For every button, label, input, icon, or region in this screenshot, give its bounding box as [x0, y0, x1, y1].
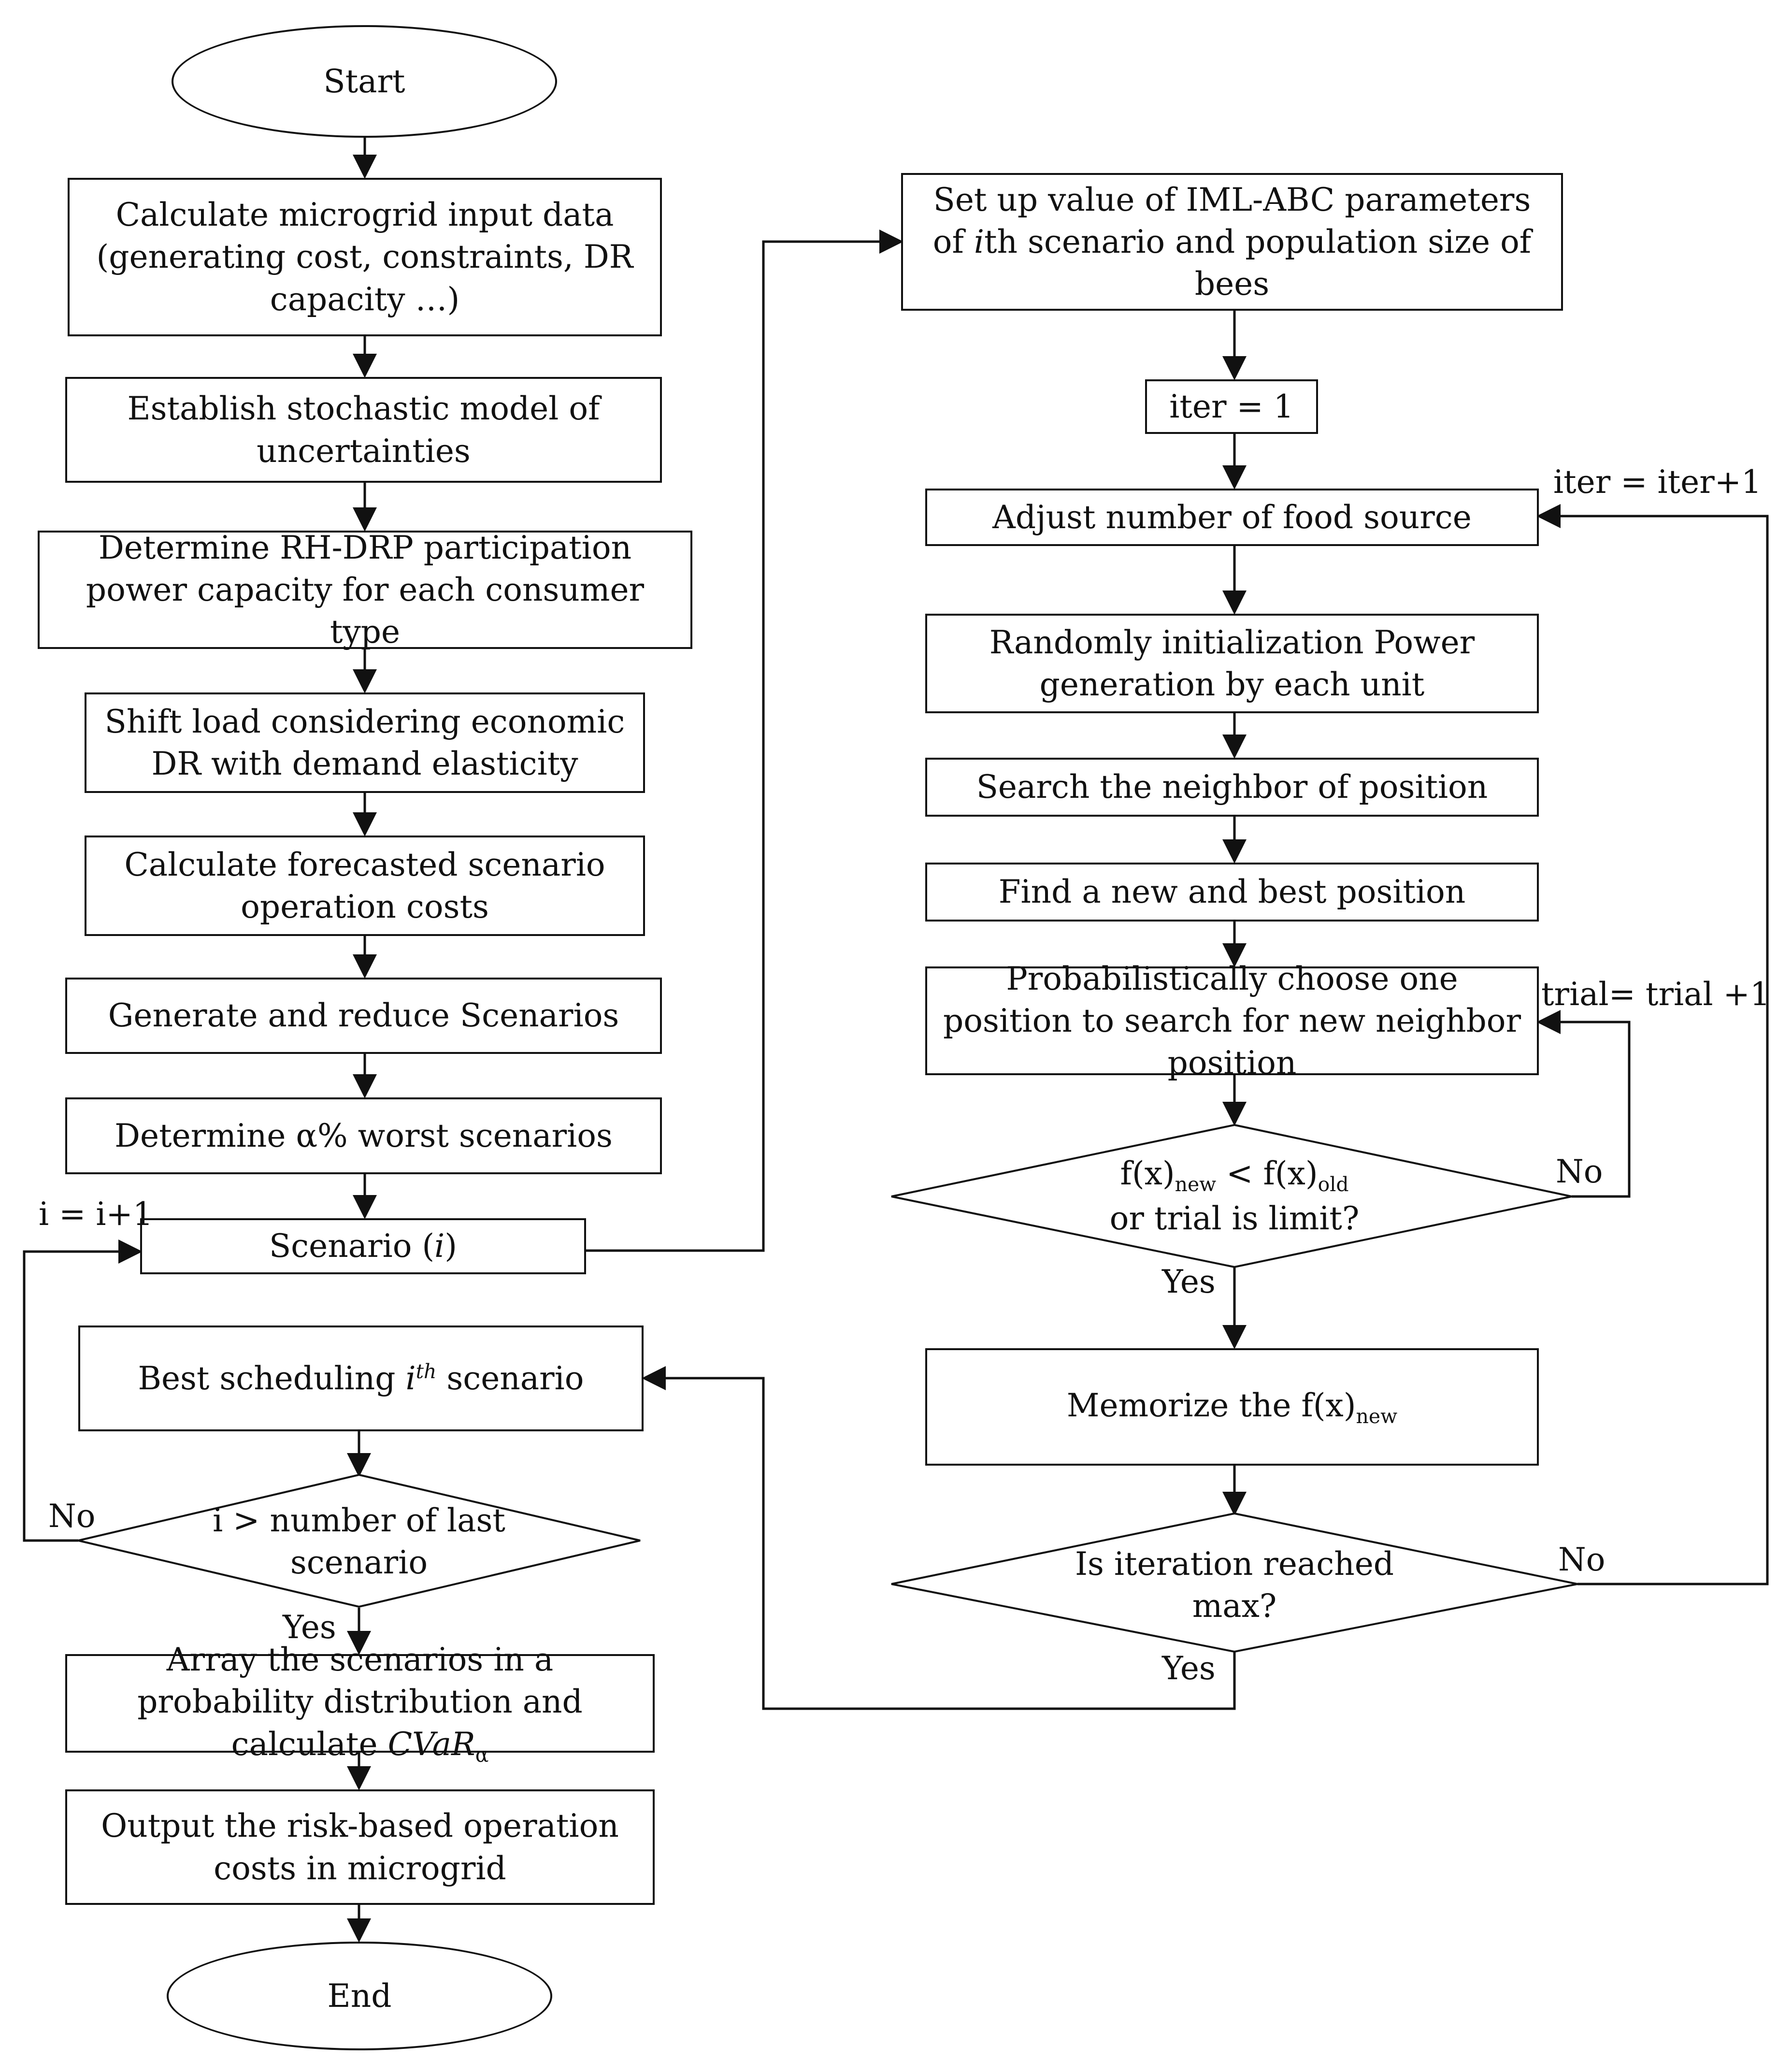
- arrow-iter-done-to-best: [642, 1366, 1236, 1710]
- decision-last-scenario-shape: [78, 1473, 641, 1608]
- step-calculate-input: Calculate microgrid input data (generati…: [68, 178, 662, 336]
- label-iteration-yes: Yes: [1162, 1650, 1216, 1687]
- decision-iter-max-shape: [891, 1512, 1578, 1653]
- step-best-scheduling: Best scheduling ith scenario: [78, 1325, 644, 1431]
- step-rh-drp-capacity: Determine RH-DRP participation power cap…: [38, 529, 692, 650]
- label-iter-increment: iter = iter+1: [1553, 463, 1762, 501]
- step-worst-scenarios: Determine α% worst scenarios: [65, 1097, 662, 1174]
- step-iter-init: iter = 1: [1145, 379, 1318, 434]
- step-probabilistic-choose: Probabilistically choose one position to…: [925, 960, 1539, 1081]
- step-setup-parameters: Set up value of IML-ABC parameters of it…: [901, 173, 1563, 311]
- label-condition-no: No: [1556, 1153, 1603, 1190]
- step-forecast-costs: Calculate forecasted scenario operation …: [85, 836, 645, 936]
- arrow-scenario-to-setup: [586, 230, 903, 1252]
- label-trial-increment: trial= trial +1: [1541, 976, 1770, 1013]
- step-generate-reduce: Generate and reduce Scenarios: [65, 978, 662, 1054]
- step-memorize: Memorize the f(x)new: [925, 1348, 1539, 1466]
- step-scenario-i: Scenario (i): [140, 1218, 586, 1274]
- end-label: End: [327, 1977, 392, 2015]
- arrow-loop-next-scenario: [23, 1239, 143, 1542]
- label-condition-yes: Yes: [1162, 1263, 1216, 1300]
- step-cvar: Array the scenarios in a probability dis…: [65, 1641, 655, 1767]
- start-label: Start: [323, 62, 405, 100]
- step-stochastic-model: Establish stochastic model of uncertaint…: [65, 377, 662, 483]
- step-search-neighbor: Search the neighbor of position: [925, 758, 1539, 817]
- label-i-increment: i = i+1: [39, 1196, 153, 1233]
- step-output: Output the risk-based operation costs in…: [65, 1789, 655, 1905]
- decision-iteration-max: Is iteration reached max?: [1075, 1545, 1394, 1625]
- arrow-trial-loop: [1536, 1010, 1631, 1198]
- end-terminal: End: [167, 1942, 552, 2050]
- step-random-init: Randomly initialization Power generation…: [925, 614, 1539, 713]
- start-terminal: Start: [172, 25, 557, 138]
- step-shift-load: Shift load considering economic DR with …: [85, 692, 645, 793]
- step-find-best-position: Find a new and best position: [925, 863, 1539, 922]
- label-decision-no: No: [48, 1498, 96, 1535]
- label-decision-yes: Yes: [283, 1609, 336, 1646]
- arrow-iter-loop: [1536, 504, 1769, 1585]
- decision-condition-shape: [891, 1124, 1572, 1268]
- step-adjust-food-source: Adjust number of food source: [925, 489, 1539, 546]
- decision-last-scenario: i > number of last scenario: [213, 1501, 505, 1581]
- label-iteration-no: No: [1558, 1541, 1606, 1578]
